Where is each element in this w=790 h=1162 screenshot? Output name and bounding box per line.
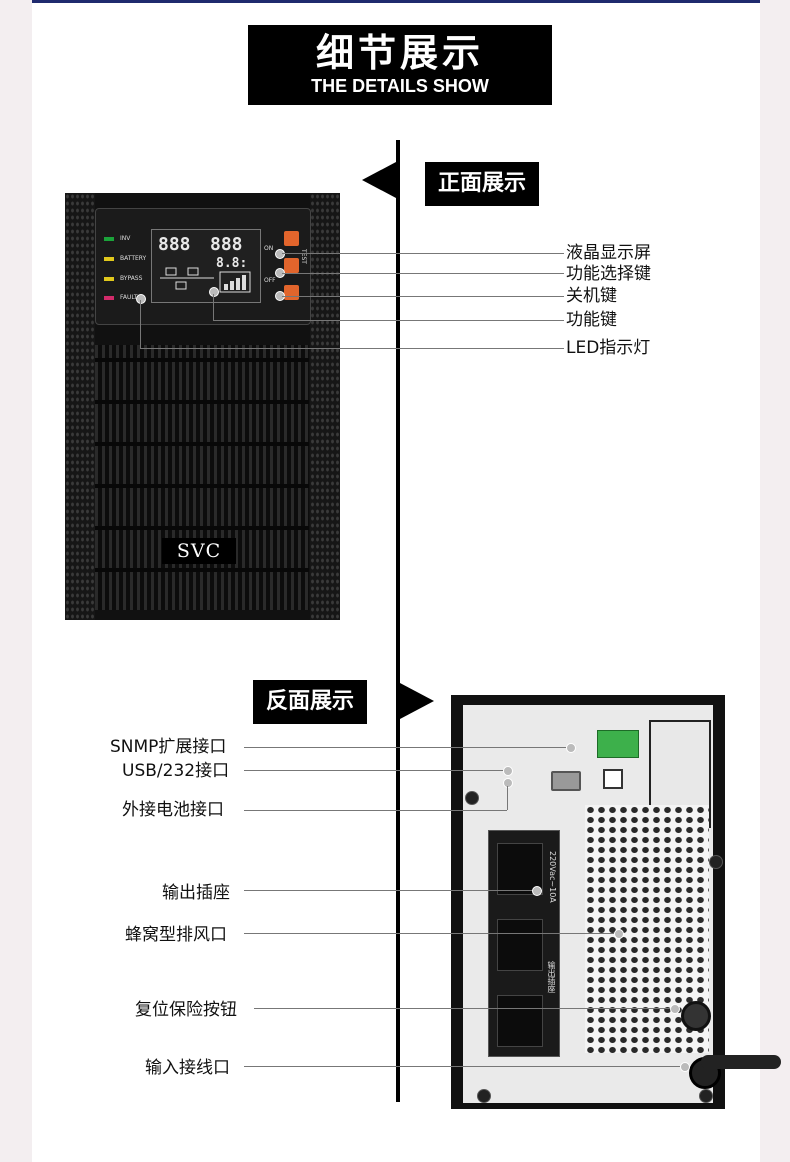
- test-button-label: TEST: [300, 249, 307, 264]
- indicator-label-bypass: BYPASS: [120, 275, 143, 282]
- arrow-left-icon: [362, 162, 396, 198]
- callout-dot-led: [136, 294, 146, 304]
- arrow-right-icon: [400, 683, 434, 719]
- screw-icon: [709, 855, 723, 869]
- callout-snmp-port: SNMP扩展接口: [110, 737, 227, 757]
- lcd-digits-left: 888: [158, 234, 191, 255]
- front-grille: [95, 345, 309, 610]
- callout-dot-lcd: [275, 249, 285, 259]
- screw-icon: [465, 791, 479, 805]
- callout-reset-fuse: 复位保险按钮: [135, 1000, 237, 1020]
- ups-back-view: 220Vac~10A 输出插座: [451, 695, 781, 1109]
- side-vent-left: [65, 193, 95, 620]
- rs232-port: [551, 771, 581, 791]
- led-fault-icon: [104, 296, 114, 300]
- usb-port: [603, 769, 623, 789]
- off-button[interactable]: [284, 285, 299, 300]
- led-battery-icon: [104, 257, 114, 261]
- side-vent-right: [310, 193, 340, 620]
- back-section-label: 反面展示: [253, 680, 367, 724]
- lcd-screen: 888 888 8.8:: [151, 229, 261, 303]
- callout-function-key: 功能键: [566, 310, 617, 330]
- callout-honeycomb-vent: 蜂窝型排风口: [125, 925, 227, 945]
- header-title-cn: 细节展示: [315, 31, 484, 75]
- callout-dot-battery: [503, 778, 513, 788]
- off-button-label: OFF: [264, 277, 276, 284]
- callout-external-battery: 外接电池接口: [122, 800, 224, 820]
- indicator-label-battery: BATTERY: [120, 255, 147, 262]
- outlet-caption: 输出插座: [547, 961, 556, 993]
- callout-dot-inlet: [680, 1062, 690, 1072]
- test-button[interactable]: [284, 258, 299, 273]
- callout-dot-snmp: [566, 743, 576, 753]
- lcd-digits-mid: 8.8:: [216, 256, 248, 271]
- callout-dot-func: [209, 287, 219, 297]
- header-title-en: THE DETAILS SHOW: [311, 76, 489, 96]
- output-socket-panel: 220Vac~10A 输出插座: [488, 830, 560, 1057]
- led-bypass-icon: [104, 277, 114, 281]
- power-cable: [701, 1055, 781, 1069]
- output-socket: [497, 995, 543, 1047]
- outlet-rating: 220Vac~10A: [548, 851, 557, 903]
- callout-dot-usb: [503, 766, 513, 776]
- callout-output-socket: 输出插座: [162, 883, 230, 903]
- callout-input-terminal: 输入接线口: [145, 1058, 230, 1078]
- lcd-flow-diagram-icon: [160, 267, 251, 293]
- back-panel: 220Vac~10A 输出插座: [463, 705, 723, 1103]
- ups-front-view: INV BATTERY BYPASS FAULT 888 888 8.8: O: [65, 193, 340, 620]
- callout-usb-232-port: USB/232接口: [122, 761, 230, 781]
- led-inv-icon: [104, 237, 114, 241]
- callout-dot-fuse: [670, 1004, 680, 1014]
- callout-power-off: 关机键: [566, 286, 617, 306]
- indicator-label-inv: INV: [120, 235, 131, 242]
- control-panel: INV BATTERY BYPASS FAULT 888 888 8.8: O: [95, 208, 311, 325]
- on-button[interactable]: [284, 231, 299, 246]
- lcd-digits-right: 888: [210, 234, 243, 255]
- brand-logo: SVC: [162, 538, 236, 564]
- callout-led-indicator: LED指示灯: [566, 338, 651, 358]
- callout-dot-vent: [614, 929, 624, 939]
- center-divider: [396, 140, 400, 1102]
- reset-fuse-button[interactable]: [681, 1001, 711, 1031]
- battery-terminal: [597, 730, 639, 758]
- callout-lcd-display: 液晶显示屏: [566, 243, 651, 263]
- front-section-label: 正面展示: [425, 162, 539, 206]
- screw-icon: [699, 1089, 713, 1103]
- top-rule: [32, 0, 760, 3]
- on-button-label: ON: [264, 245, 274, 252]
- output-socket: [497, 919, 543, 971]
- callout-dot-outlet: [532, 886, 542, 896]
- indicator-label-fault: FAULT: [120, 294, 138, 301]
- screw-icon: [477, 1089, 491, 1103]
- callout-function-select: 功能选择键: [566, 264, 651, 284]
- details-header: 细节展示 THE DETAILS SHOW: [248, 25, 552, 105]
